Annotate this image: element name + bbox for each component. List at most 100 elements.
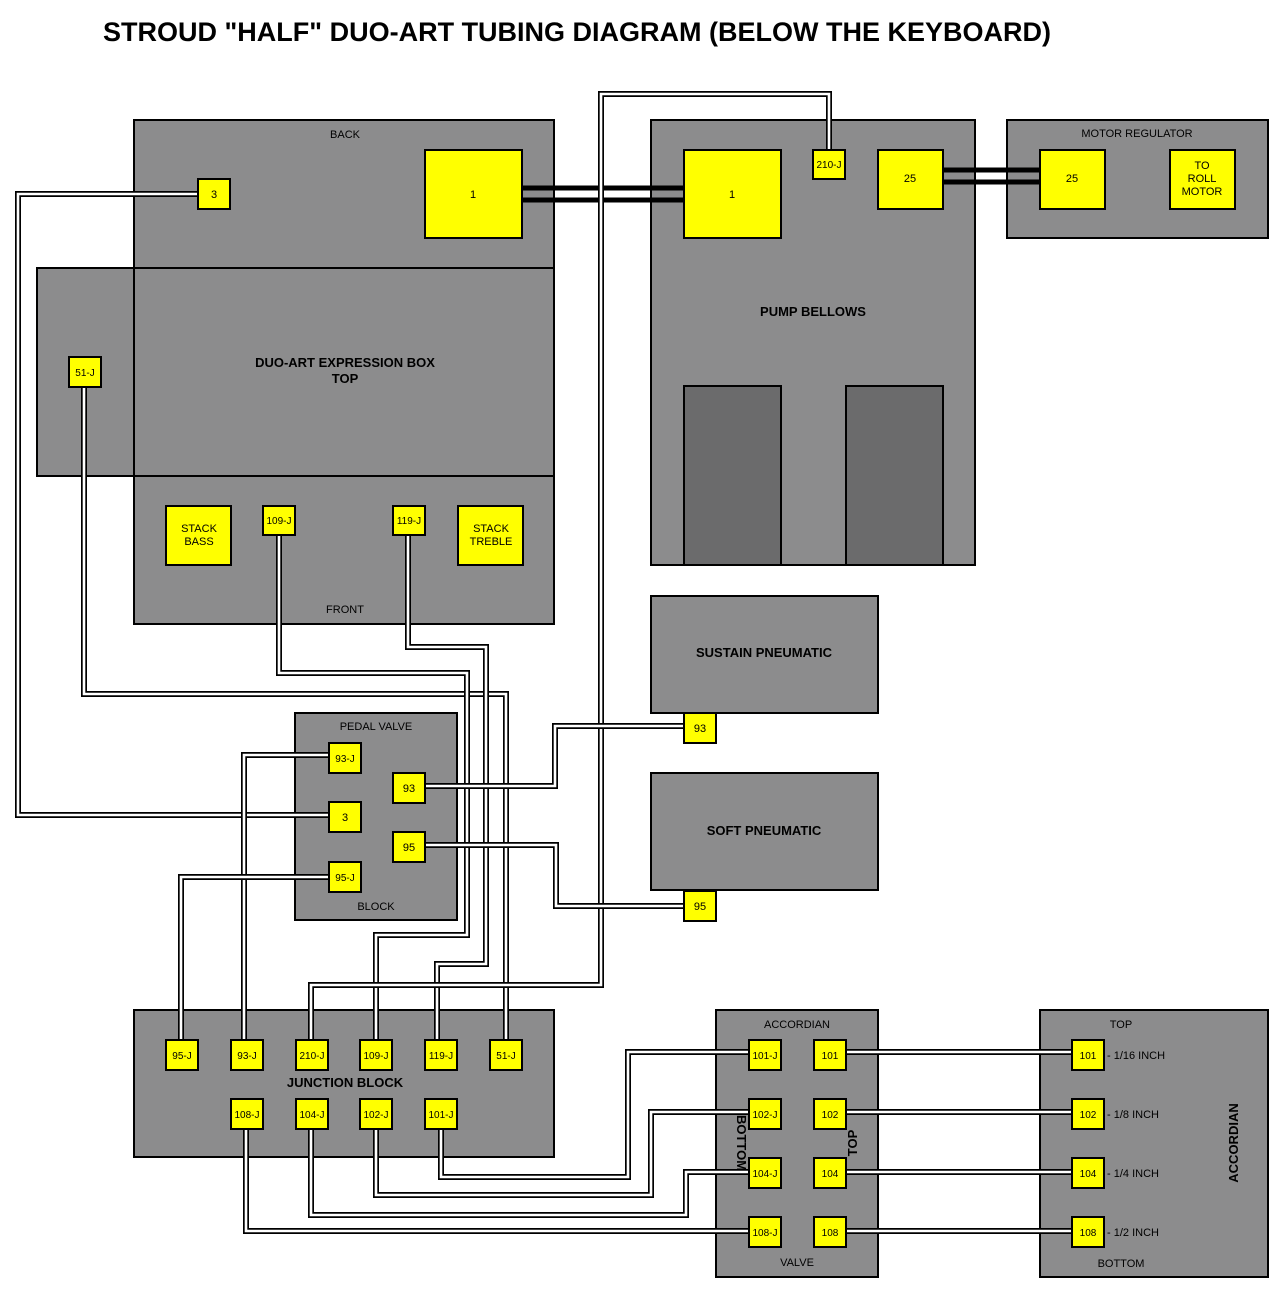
svg-text:TO: TO — [1194, 160, 1210, 172]
port-junction-109j: 109-J — [359, 1039, 393, 1071]
port-pedal-93j: 93-J — [328, 742, 362, 774]
port-pump-1: 1 — [683, 149, 782, 239]
svg-text:210-J: 210-J — [816, 160, 841, 171]
accordian-size-1-4: - 1/4 INCH — [1107, 1168, 1159, 1180]
port-valve-108j: 108-J — [748, 1216, 782, 1248]
port-junction-104j: 104-J — [295, 1098, 329, 1130]
svg-text:STACK: STACK — [473, 523, 510, 535]
svg-text:119-J: 119-J — [397, 516, 421, 527]
svg-text:3: 3 — [211, 189, 217, 201]
port-expr-109j: 109-J — [262, 505, 296, 536]
svg-text:102: 102 — [822, 1110, 839, 1121]
port-valve-108: 108 — [813, 1216, 847, 1248]
pedal-valve-block-label: BLOCK — [357, 901, 395, 913]
svg-text:STACK: STACK — [181, 523, 218, 535]
svg-text:108-J: 108-J — [234, 1110, 259, 1121]
junction-block: JUNCTION BLOCK — [133, 1009, 555, 1158]
svg-text:104: 104 — [822, 1169, 839, 1180]
expression-box-front-label: FRONT — [326, 604, 364, 616]
port-valve-104j: 104-J — [748, 1157, 782, 1189]
motor-regulator-label: MOTOR REGULATOR — [1081, 128, 1192, 140]
port-sustain-93: 93 — [683, 712, 717, 744]
tube-95 — [424, 842, 684, 909]
svg-text:1: 1 — [470, 189, 476, 201]
tube-104j — [308, 1128, 750, 1218]
pump-bellows-label: PUMP BELLOWS — [760, 304, 866, 319]
svg-text:93: 93 — [694, 723, 706, 735]
port-junction-95j: 95-J — [165, 1039, 199, 1071]
port-accordian-104: 104 — [1071, 1157, 1105, 1189]
port-pump-25: 25 — [877, 149, 944, 210]
junction-block-label: JUNCTION BLOCK — [287, 1075, 404, 1090]
port-pedal-95: 95 — [392, 831, 426, 863]
port-pedal-3: 3 — [328, 801, 362, 833]
tube-95j — [178, 874, 330, 1042]
svg-text:95-J: 95-J — [172, 1051, 191, 1062]
soft-pneumatic-body — [650, 772, 879, 891]
svg-text:95: 95 — [403, 842, 415, 854]
svg-text:ROLL: ROLL — [1188, 173, 1217, 185]
soft-pneumatic: SOFT PNEUMATIC — [650, 772, 879, 891]
svg-text:102-J: 102-J — [752, 1110, 777, 1121]
tube-101j — [438, 1049, 750, 1180]
tube-3 — [15, 191, 330, 818]
tube-210j — [308, 91, 832, 1042]
svg-text:95-J: 95-J — [335, 873, 354, 884]
svg-text:104-J: 104-J — [752, 1169, 777, 1180]
accordian-valve-top-side-label: TOP — [845, 1129, 860, 1156]
svg-text:51-J: 51-J — [75, 368, 94, 379]
port-pedal-93: 93 — [392, 772, 426, 804]
tubes — [15, 91, 1072, 1234]
port-junction-210j: 210-J — [295, 1039, 329, 1071]
accordian-size-1-16: - 1/16 INCH — [1107, 1050, 1165, 1062]
svg-text:TREBLE: TREBLE — [470, 536, 513, 548]
port-accordian-108: 108 — [1071, 1216, 1105, 1248]
port-expr-1: 1 — [424, 149, 523, 239]
tube-102j — [373, 1109, 750, 1198]
port-expr-51j: 51-J — [68, 356, 102, 388]
accordian-bottom-label: BOTTOM — [1098, 1258, 1145, 1270]
svg-text:104: 104 — [1080, 1169, 1097, 1180]
svg-text:25: 25 — [904, 173, 916, 185]
svg-text:25: 25 — [1066, 173, 1078, 185]
sustain-pneumatic-label: SUSTAIN PNEUMATIC — [696, 645, 833, 660]
svg-text:95: 95 — [694, 901, 706, 913]
soft-pneumatic-label: SOFT PNEUMATIC — [707, 823, 822, 838]
port-soft-95: 95 — [683, 890, 717, 922]
port-expr-3: 3 — [197, 178, 231, 210]
port-pump-210j: 210-J — [812, 149, 846, 180]
expression-box-top-label: DUO-ART EXPRESSION BOX — [255, 355, 435, 370]
accordian-top-label: TOP — [1110, 1019, 1132, 1031]
accordian-side-label: ACCORDIAN — [1226, 1103, 1241, 1182]
expression-box-top-label-2: TOP — [332, 371, 359, 386]
svg-text:108-J: 108-J — [752, 1228, 777, 1239]
port-expr-119j: 119-J — [392, 505, 426, 536]
svg-text:104-J: 104-J — [299, 1110, 324, 1121]
port-junction-51j: 51-J — [489, 1039, 523, 1071]
port-valve-102j: 102-J — [748, 1098, 782, 1130]
accordian-size-1-8: - 1/8 INCH — [1107, 1109, 1159, 1121]
svg-text:3: 3 — [342, 812, 348, 824]
accordian-valve-bottom-side-label: BOTTOM — [734, 1115, 749, 1171]
tube-51j — [81, 386, 509, 1042]
svg-text:109-J: 109-J — [266, 516, 291, 527]
svg-text:101: 101 — [1080, 1051, 1097, 1062]
expression-box-back-label: BACK — [330, 129, 361, 141]
svg-text:108: 108 — [822, 1228, 839, 1239]
diagram-title: STROUD "HALF" DUO-ART TUBING DIAGRAM (BE… — [103, 17, 1051, 47]
accordian-valve-label: ACCORDIAN — [764, 1019, 830, 1031]
svg-text:101-J: 101-J — [428, 1110, 453, 1121]
svg-text:119-J: 119-J — [429, 1051, 453, 1062]
junction-block-body — [133, 1009, 555, 1158]
bellows-chamber-right — [845, 385, 944, 566]
to-roll-motor: TO ROLL MOTOR — [1169, 149, 1236, 210]
port-valve-101j: 101-J — [748, 1039, 782, 1071]
tube-93j — [241, 752, 330, 1042]
port-valve-104: 104 — [813, 1157, 847, 1189]
tube-119j — [405, 535, 489, 1042]
bellows-chamber-left — [683, 385, 782, 566]
expression-box-top-section — [36, 267, 555, 477]
port-pedal-95j: 95-J — [328, 861, 362, 893]
stack-treble: STACK TREBLE — [457, 505, 524, 566]
